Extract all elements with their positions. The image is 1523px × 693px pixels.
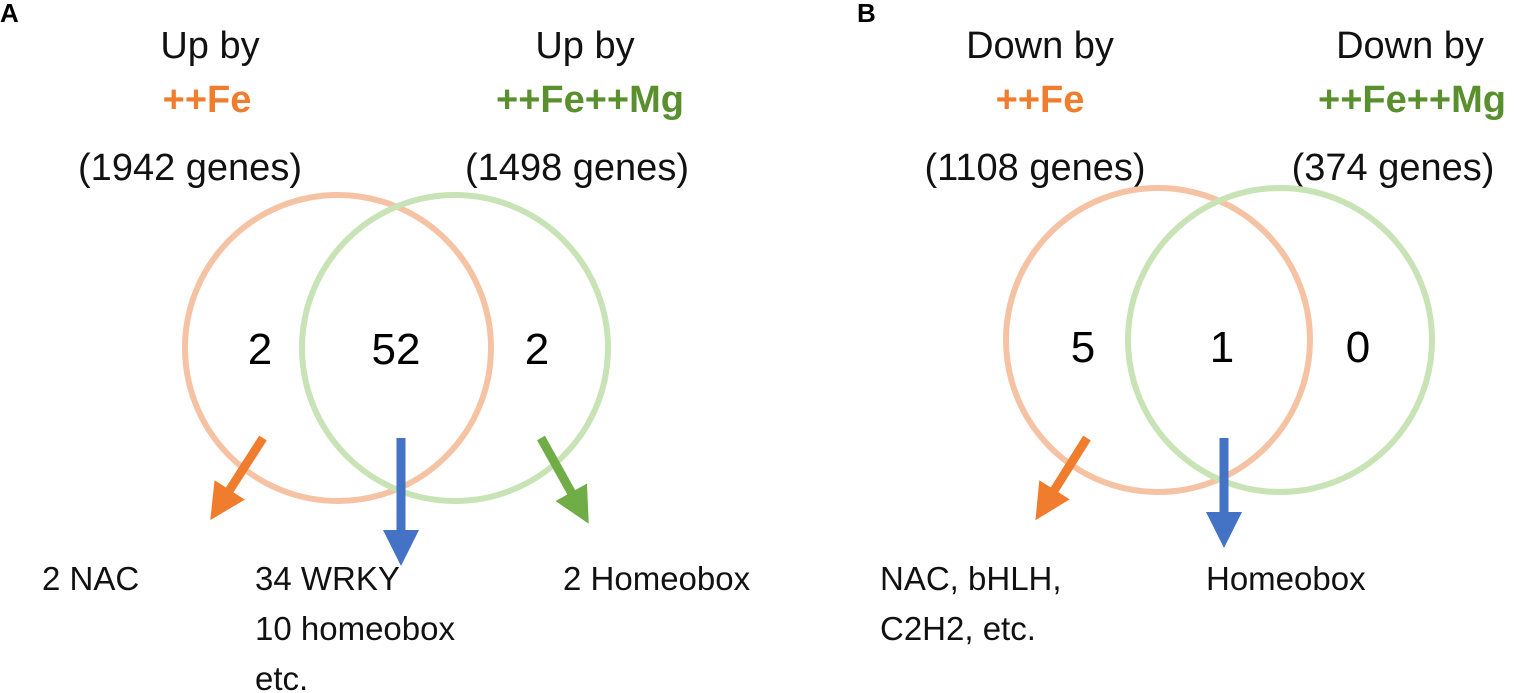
label-middle: Homeobox — [1206, 560, 1366, 597]
header-left-condition: ++Fe — [163, 79, 252, 121]
region-right-only: 0 — [1346, 323, 1370, 372]
header-right-count: (374 genes) — [1292, 147, 1495, 189]
label-left-line1: NAC, bHLH, — [880, 560, 1062, 597]
header-right-count: (1498 genes) — [465, 147, 689, 189]
header-left-count: (1942 genes) — [78, 147, 302, 189]
arrow-right-green — [537, 435, 589, 524]
label-left-line2: C2H2, etc. — [880, 610, 1036, 647]
region-right-only: 2 — [525, 325, 549, 374]
header-right-line1: Down by — [1336, 25, 1484, 67]
header-left-line1: Up by — [160, 25, 259, 67]
panel-a: A Up by ++Fe (1942 genes) Up by ++Fe++Mg… — [0, 0, 751, 693]
header-left-count: (1108 genes) — [924, 147, 1145, 189]
header-left-line1: Down by — [966, 25, 1114, 67]
label-middle-line2: 10 homeobox — [255, 610, 455, 647]
region-left-only: 2 — [248, 325, 272, 374]
circle-fe — [1003, 185, 1313, 495]
arrow-left-orange — [1035, 435, 1091, 521]
header-right-condition: ++Fe++Mg — [1318, 79, 1506, 121]
region-left-only: 5 — [1071, 323, 1095, 372]
header-left-condition: ++Fe — [996, 79, 1085, 121]
header-right-condition: ++Fe++Mg — [496, 79, 684, 121]
circle-femg — [299, 192, 611, 504]
panel-letter-b: B — [857, 0, 876, 28]
arrow-left-orange — [210, 435, 267, 521]
panel-b: B Down by ++Fe (1108 genes) Down by ++Fe… — [857, 0, 1506, 647]
region-overlap: 52 — [372, 325, 421, 374]
header-right-line1: Up by — [535, 25, 634, 67]
circle-femg — [1125, 185, 1435, 495]
label-left: 2 NAC — [42, 560, 139, 597]
label-middle-line3: etc. — [255, 660, 308, 693]
region-overlap: 1 — [1210, 323, 1234, 372]
circle-fe — [182, 192, 494, 504]
label-right: 2 Homeobox — [563, 560, 751, 597]
panel-letter-a: A — [0, 0, 19, 28]
label-middle-line1: 34 WRKY — [255, 560, 400, 597]
